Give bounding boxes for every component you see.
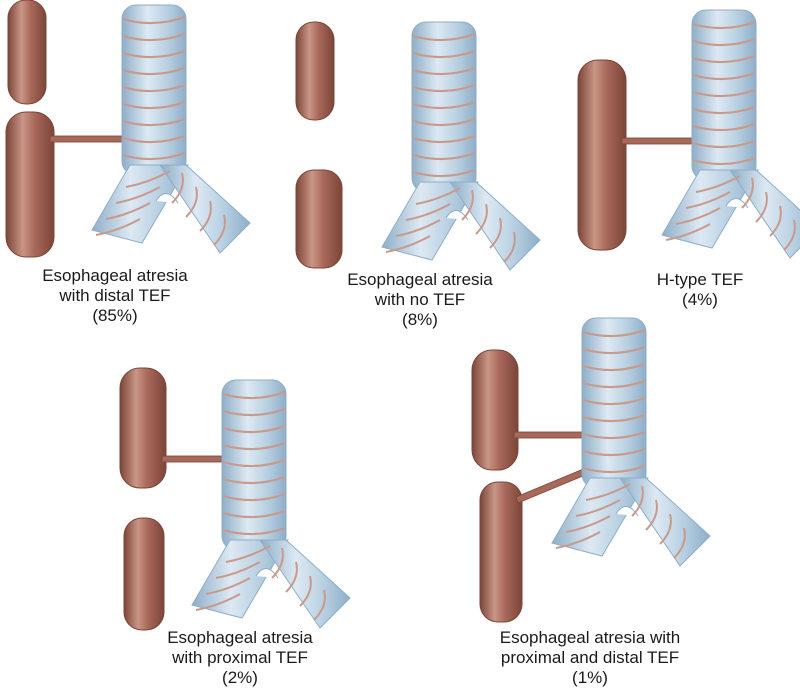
caption-proximal-tef: Esophageal atresia with proximal TEF (2%… <box>140 628 340 688</box>
caption-no-tef: Esophageal atresia with no TEF (8%) <box>320 270 520 330</box>
caption-line: Esophageal atresia <box>140 628 340 648</box>
esophagus-lower-segment <box>480 482 522 622</box>
caption-percent: (85%) <box>15 306 215 326</box>
caption-percent: (1%) <box>475 668 705 688</box>
trachea <box>552 318 710 566</box>
caption-distal-tef: Esophageal atresia with distal TEF (85%) <box>15 266 215 326</box>
caption-line: with no TEF <box>320 290 520 310</box>
caption-line: Esophageal atresia <box>320 270 520 290</box>
right-bronchus <box>620 478 710 566</box>
caption-h-type-tef: H-type TEF (4%) <box>630 270 770 310</box>
caption-line: Esophageal atresia <box>15 266 215 286</box>
caption-line: H-type TEF <box>630 270 770 290</box>
caption-percent: (2%) <box>140 668 340 688</box>
caption-line: proximal and distal TEF <box>475 648 705 668</box>
caption-line: with proximal TEF <box>140 648 340 668</box>
caption-line: with distal TEF <box>15 286 215 306</box>
caption-percent: (4%) <box>630 290 770 310</box>
caption-percent: (8%) <box>320 310 520 330</box>
caption-line: Esophageal atresia with <box>475 628 705 648</box>
caption-proximal-and-distal-tef: Esophageal atresia with proximal and dis… <box>475 628 705 688</box>
esophagus-upper-pouch <box>472 350 518 470</box>
